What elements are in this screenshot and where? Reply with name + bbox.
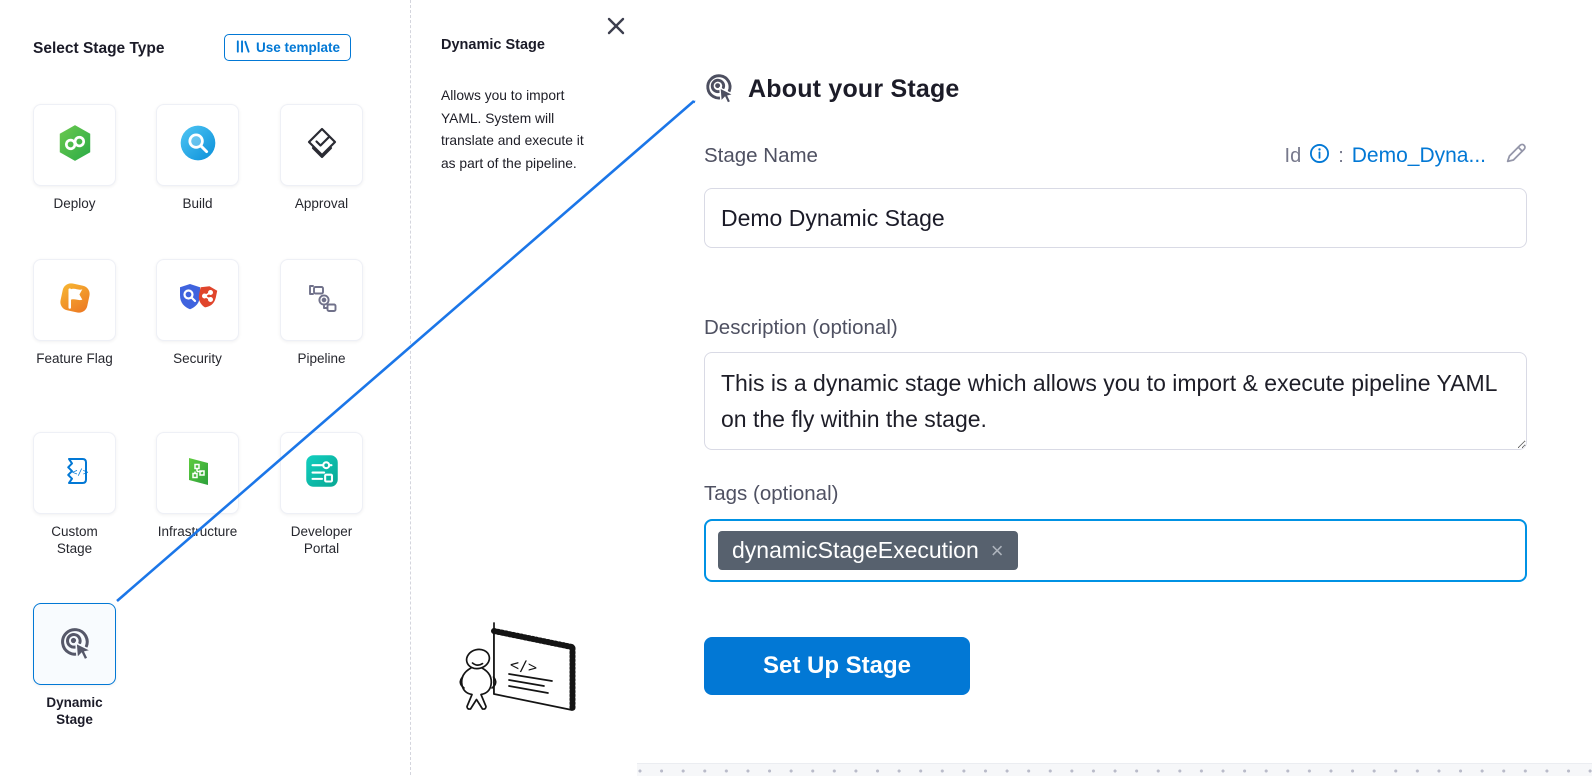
tag-remove-icon[interactable]: ×	[990, 537, 1004, 563]
whiteboard-illustration: </>	[450, 620, 585, 725]
stage-label: Security	[173, 351, 222, 366]
stage-card-dynamic-stage[interactable]	[33, 603, 116, 685]
stage-label: Developer Portal	[290, 524, 353, 556]
id-colon: :	[1338, 144, 1344, 167]
about-header: About your Stage	[700, 68, 960, 111]
stage-card-infrastructure[interactable]	[156, 432, 239, 514]
stage-card-pipeline[interactable]	[280, 259, 363, 341]
board-code-text: </>	[510, 655, 537, 676]
tags-input[interactable]: dynamicStageExecution ×	[704, 519, 1527, 582]
stage-cell-feature-flag[interactable]: Feature Flag	[33, 259, 116, 367]
stage-cell-custom-stage[interactable]: </> Custom Stage	[33, 432, 116, 557]
id-label: Id	[1284, 144, 1302, 167]
tag-chip: dynamicStageExecution ×	[718, 531, 1018, 570]
about-title: About your Stage	[748, 75, 960, 103]
infrastructure-icon	[178, 451, 218, 496]
info-panel-title: Dynamic Stage	[441, 37, 545, 53]
description-textarea[interactable]: This is a dynamic stage which allows you…	[704, 352, 1527, 450]
deploy-icon	[54, 122, 96, 169]
svg-text:</>: </>	[72, 468, 89, 478]
stage-cell-developer-portal[interactable]: Developer Portal	[280, 432, 363, 557]
page-title: Select Stage Type	[33, 40, 165, 57]
set-up-stage-button[interactable]: Set Up Stage	[704, 637, 970, 695]
close-icon[interactable]	[605, 15, 627, 37]
custom-stage-icon: </>	[55, 451, 95, 496]
tags-label: Tags (optional)	[704, 482, 839, 505]
stage-name-input[interactable]	[704, 188, 1527, 248]
stage-id-value[interactable]: Demo_Dyna...	[1351, 144, 1486, 167]
stage-label: Custom Stage	[51, 524, 98, 556]
stage-card-feature-flag[interactable]	[33, 259, 116, 341]
stage-cell-infrastructure[interactable]: Infrastructure	[156, 432, 239, 540]
pipeline-icon	[302, 278, 342, 323]
stage-label: Feature Flag	[36, 351, 113, 366]
stage-card-developer-portal[interactable]	[280, 432, 363, 514]
stage-cell-build[interactable]: Build	[156, 104, 239, 212]
description-label: Description (optional)	[704, 316, 898, 339]
stage-label: Pipeline	[297, 351, 346, 366]
edit-pencil-icon[interactable]	[1504, 142, 1527, 170]
pipeline-canvas-edge	[637, 763, 1592, 776]
info-panel-description: Allows you to import YAML. System will t…	[441, 88, 584, 172]
stage-cell-approval[interactable]: Approval	[280, 104, 363, 212]
info-icon[interactable]	[1309, 143, 1330, 169]
stage-label: Infrastructure	[157, 524, 238, 539]
stage-card-build[interactable]	[156, 104, 239, 186]
stage-label: Build	[182, 196, 213, 211]
stage-label: Deploy	[53, 196, 96, 211]
tag-chip-label: dynamicStageExecution	[732, 537, 979, 563]
feature-flag-icon	[54, 277, 96, 324]
stage-cell-deploy[interactable]: Deploy	[33, 104, 116, 212]
stage-name-row: Stage Name Id : Demo_Dyna...	[704, 142, 1527, 170]
use-template-button[interactable]: Use template	[224, 34, 352, 61]
security-icon	[176, 278, 220, 323]
template-library-icon	[235, 39, 250, 57]
stage-card-approval[interactable]	[280, 104, 363, 186]
developer-portal-icon	[301, 450, 343, 497]
stage-cell-security[interactable]: Security	[156, 259, 239, 367]
approval-icon	[302, 123, 342, 168]
stage-card-custom-stage[interactable]: </>	[33, 432, 116, 514]
stage-label: Approval	[294, 196, 349, 211]
about-stage-panel: About your Stage Stage Name Id : Demo_Dy…	[640, 0, 1592, 775]
stage-cell-pipeline[interactable]: Pipeline	[280, 259, 363, 367]
use-template-label: Use template	[256, 40, 341, 55]
stage-label: Dynamic Stage	[46, 695, 103, 727]
dynamic-stage-icon	[54, 621, 96, 668]
stage-cell-dynamic-stage[interactable]: Dynamic Stage	[33, 603, 116, 728]
build-icon	[177, 122, 219, 169]
stage-card-security[interactable]	[156, 259, 239, 341]
stage-name-label: Stage Name	[704, 144, 818, 167]
panel-divider	[410, 0, 411, 775]
dynamic-stage-icon	[700, 68, 738, 111]
stage-card-deploy[interactable]	[33, 104, 116, 186]
stage-id-group: Id : Demo_Dyna...	[1285, 142, 1527, 170]
